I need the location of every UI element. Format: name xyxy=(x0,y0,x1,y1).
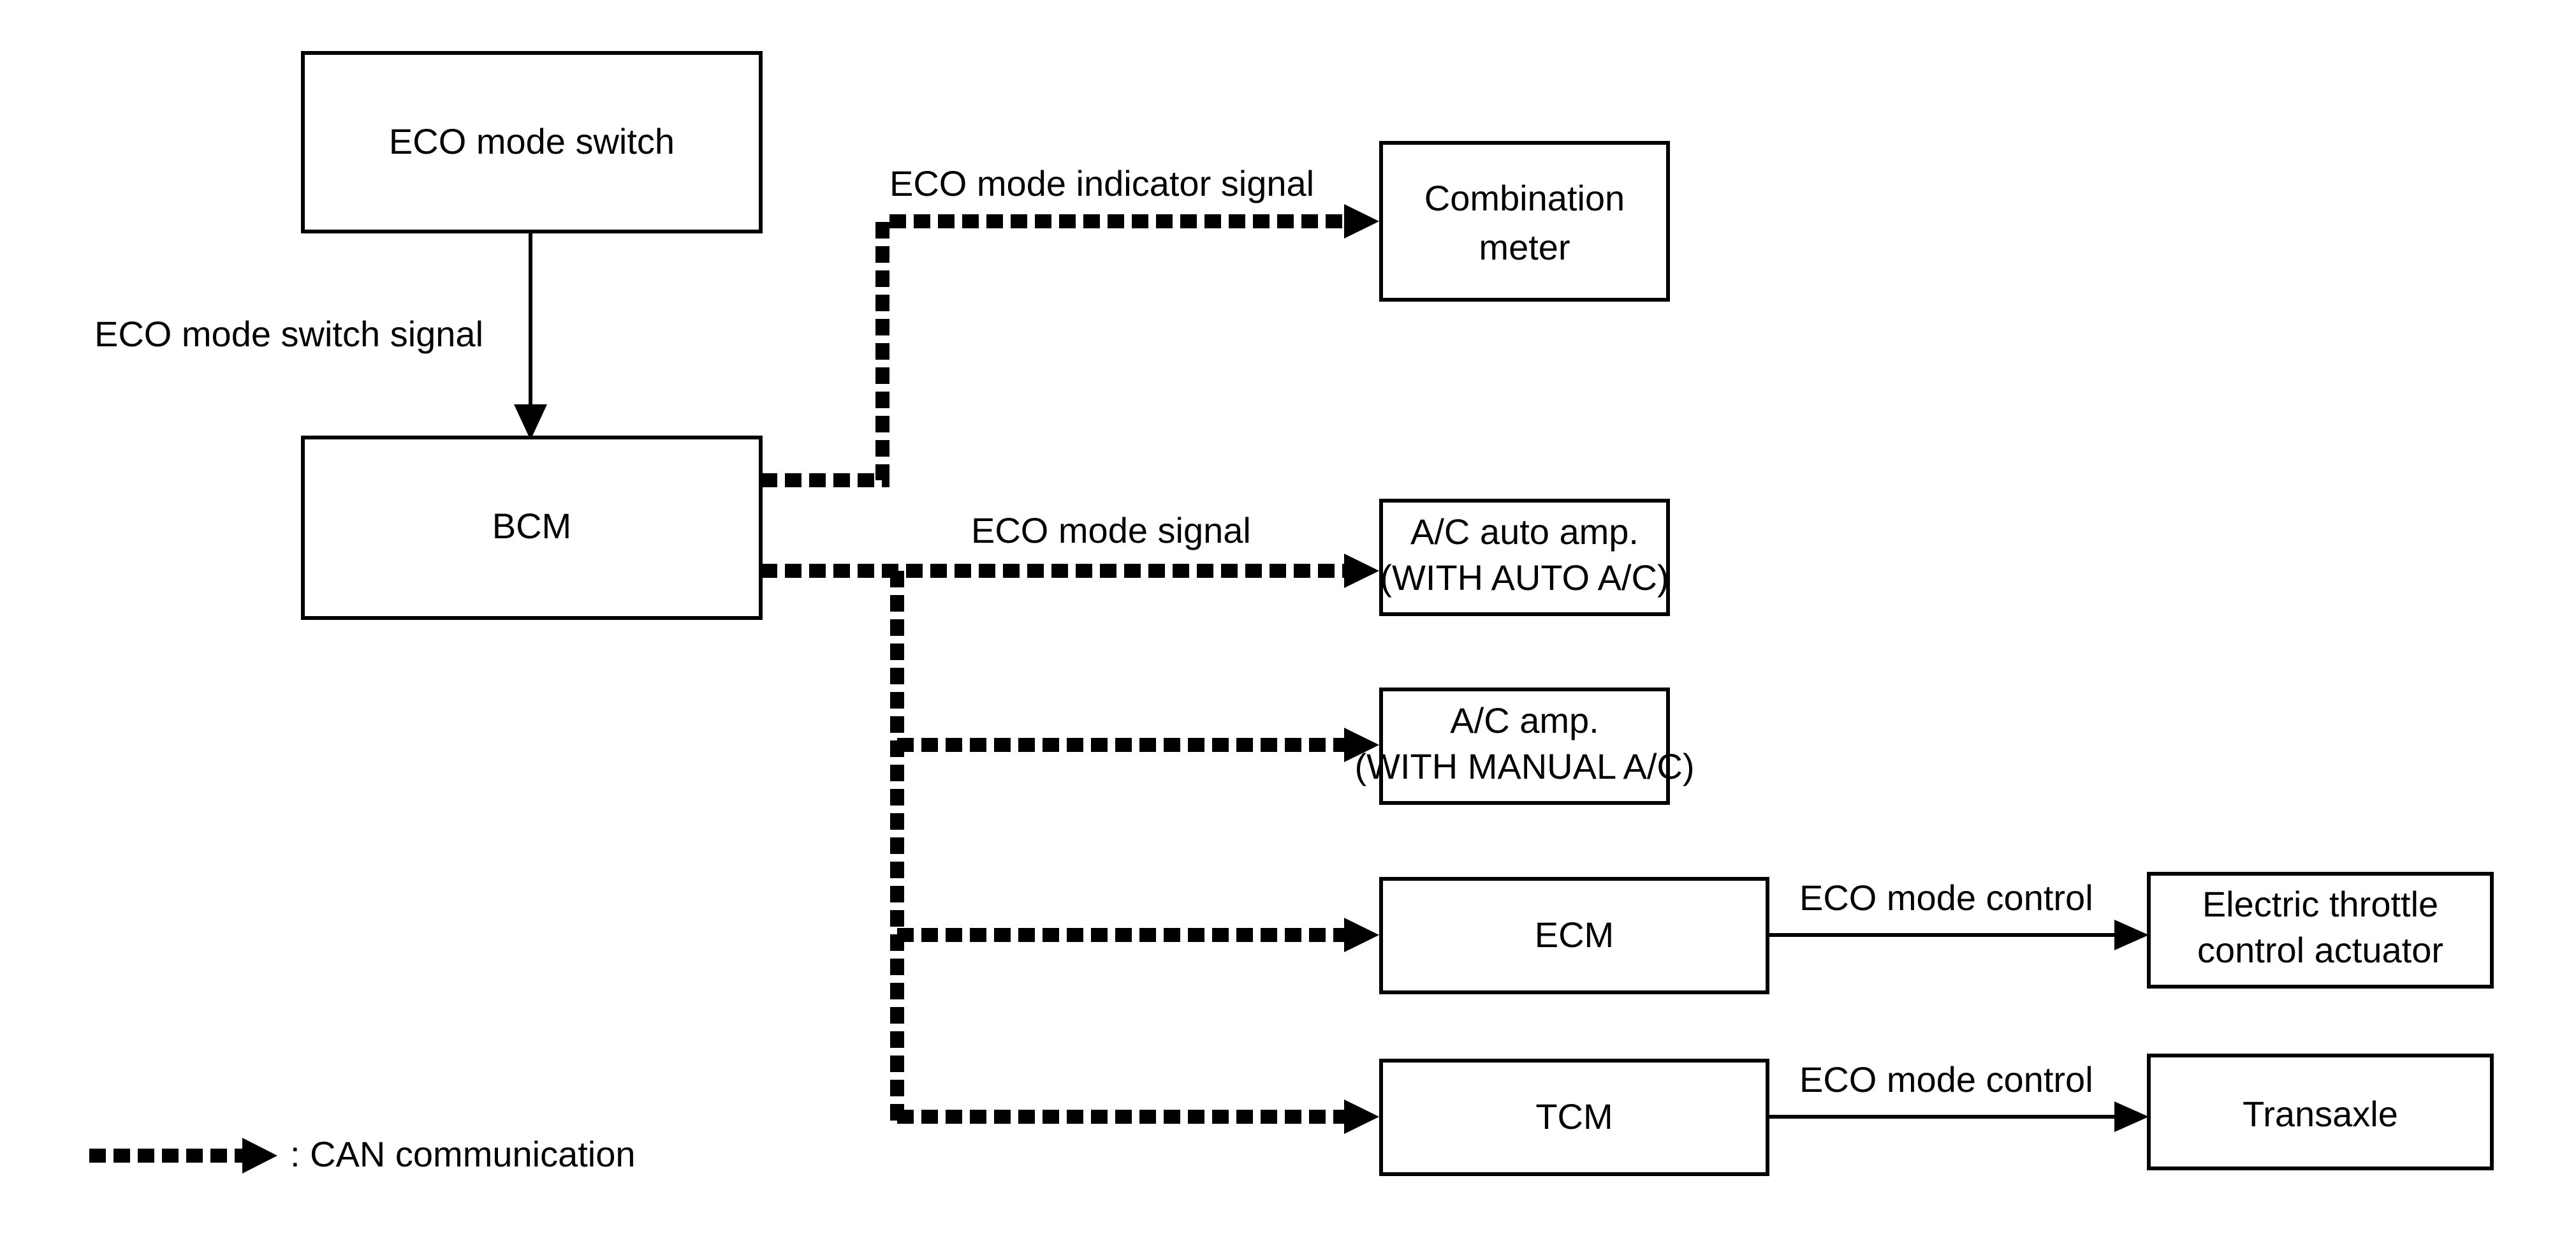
electric-throttle-control-actuator-rect[interactable] xyxy=(2147,872,2494,989)
combination-meter-rect[interactable] xyxy=(1379,141,1670,302)
ac-auto-amp-label-line2: (WITH AUTO A/C) xyxy=(1380,557,1669,598)
ac-auto-amp-rect[interactable] xyxy=(1379,499,1670,616)
tcm-rect[interactable] xyxy=(1379,1059,1769,1176)
ac-auto-amp-label-line1: A/C auto amp. xyxy=(1410,511,1639,552)
connector-bus-to-tcm xyxy=(897,1100,1379,1134)
bcm-to-ac-auto-amp-arrowhead xyxy=(1344,554,1379,588)
edge-label-switch-to-bcm: ECO mode switch signal xyxy=(94,314,483,354)
bcm-to-meter-can-line xyxy=(761,214,1352,487)
connector-tcm-to-transaxle xyxy=(1767,1101,2149,1132)
connector-switch-to-bcm xyxy=(514,232,547,440)
legend-text: : CAN communication xyxy=(290,1134,636,1174)
bcm-label: BCM xyxy=(492,506,571,546)
legend-arrowhead xyxy=(242,1138,277,1173)
eco-mode-switch-rect[interactable] xyxy=(301,51,763,233)
ac-amp-rect[interactable] xyxy=(1379,688,1670,805)
bcm-rect[interactable] xyxy=(301,436,763,620)
box-ecm[interactable]: ECM xyxy=(1379,877,1769,994)
connector-bcm-to-combination-meter xyxy=(761,204,1379,487)
bus-to-ac-amp-arrowhead xyxy=(1344,728,1379,762)
ecm-to-throttle-arrowhead xyxy=(2114,920,2149,950)
ac-amp-label-line2: (WITH MANUAL A/C) xyxy=(1354,746,1694,786)
box-combination-meter[interactable]: Combination meter xyxy=(1379,141,1670,302)
can-dashed-arrow-icon xyxy=(89,1138,277,1173)
bus-to-tcm-arrowhead xyxy=(1344,1100,1379,1134)
connector-bus-to-ac-amp xyxy=(897,728,1379,762)
transaxle-label: Transaxle xyxy=(2243,1094,2398,1134)
box-eco-mode-switch[interactable]: ECO mode switch xyxy=(301,51,763,233)
combination-meter-label-line1: Combination xyxy=(1424,178,1625,218)
electric-throttle-label-line2: control actuator xyxy=(2197,930,2443,970)
switch-to-bcm-arrowhead xyxy=(514,404,547,440)
tcm-to-transaxle-arrowhead xyxy=(2114,1101,2149,1132)
ac-amp-label-line1: A/C amp. xyxy=(1450,700,1599,740)
bcm-to-meter-arrowhead xyxy=(1344,204,1379,239)
edge-label-bcm-to-modules: ECO mode signal xyxy=(971,510,1251,550)
box-bcm[interactable]: BCM xyxy=(301,436,763,620)
box-ac-amp[interactable]: A/C amp. (WITH MANUAL A/C) xyxy=(1354,688,1695,805)
connector-ecm-to-throttle xyxy=(1767,920,2149,950)
edge-label-bcm-to-meter: ECO mode indicator signal xyxy=(889,163,1314,203)
edge-label-tcm-to-transaxle: ECO mode control xyxy=(1799,1059,2093,1100)
ecm-label: ECM xyxy=(1535,915,1614,955)
eco-mode-switch-label: ECO mode switch xyxy=(389,121,675,161)
tcm-label: TCM xyxy=(1535,1096,1613,1137)
connector-bus-to-ecm xyxy=(897,918,1379,952)
combination-meter-label-line2: meter xyxy=(1479,227,1570,267)
box-tcm[interactable]: TCM xyxy=(1379,1059,1769,1176)
box-electric-throttle-control-actuator[interactable]: Electric throttle control actuator xyxy=(2147,872,2494,989)
transaxle-rect[interactable] xyxy=(2147,1054,2494,1170)
connector-bcm-to-bus xyxy=(761,554,1379,588)
bus-to-ecm-arrowhead xyxy=(1344,918,1379,952)
ecm-rect[interactable] xyxy=(1379,877,1769,994)
legend: : CAN communication xyxy=(89,1134,636,1174)
edge-label-ecm-to-throttle: ECO mode control xyxy=(1799,878,2093,918)
box-ac-auto-amp[interactable]: A/C auto amp. (WITH AUTO A/C) xyxy=(1379,499,1670,616)
electric-throttle-label-line1: Electric throttle xyxy=(2202,884,2438,924)
box-transaxle[interactable]: Transaxle xyxy=(2147,1054,2494,1170)
